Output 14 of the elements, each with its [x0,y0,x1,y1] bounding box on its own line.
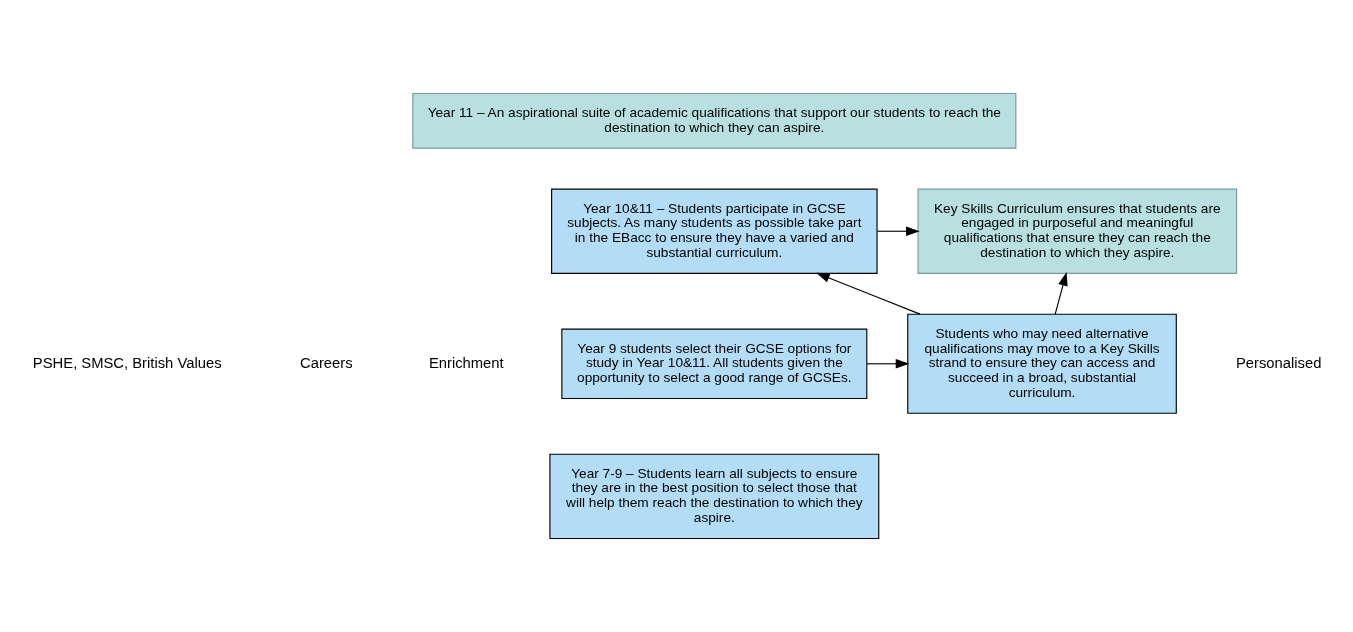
label: PSHE, SMSC, British Values [32,354,222,371]
node-box: Year 9 students select their GCSE options for study in Year 10&11. All students given the opportunity to select a good range of GCSEs. [561,328,868,400]
node-box: Key Skills Curriculum ensures that students are engaged in purposeful and meaningful qualifications that ensure they can reach the destination to which they aspire. [917,188,1238,274]
label: Careers [300,354,353,371]
node-box: Students who may need alternative qualifications may move to a Key Skills strand to ensure they can access and succeed in a broad, substantial curriculum. [907,313,1177,414]
node-box: Year 10&11 – Students participate in GCSE subjects. As many students as possible take part in the EBacc to ensure they have a varied and substantial curriculum. [551,188,878,274]
arrow [876,226,920,236]
node-box: Year 7-9 – Students learn all subjects to ensure they are in the best position to select those that will help them reach the destination to which they aspire. [549,453,880,540]
arrow [866,359,910,369]
arrow [816,272,921,315]
label: Personalised [1235,354,1322,371]
node-box: Year 11 – An aspirational suite of academic qualifications that support our students to reach the destination to which they can aspire. [412,93,1017,149]
label: Enrichment [428,354,504,371]
arrow [1054,272,1068,315]
